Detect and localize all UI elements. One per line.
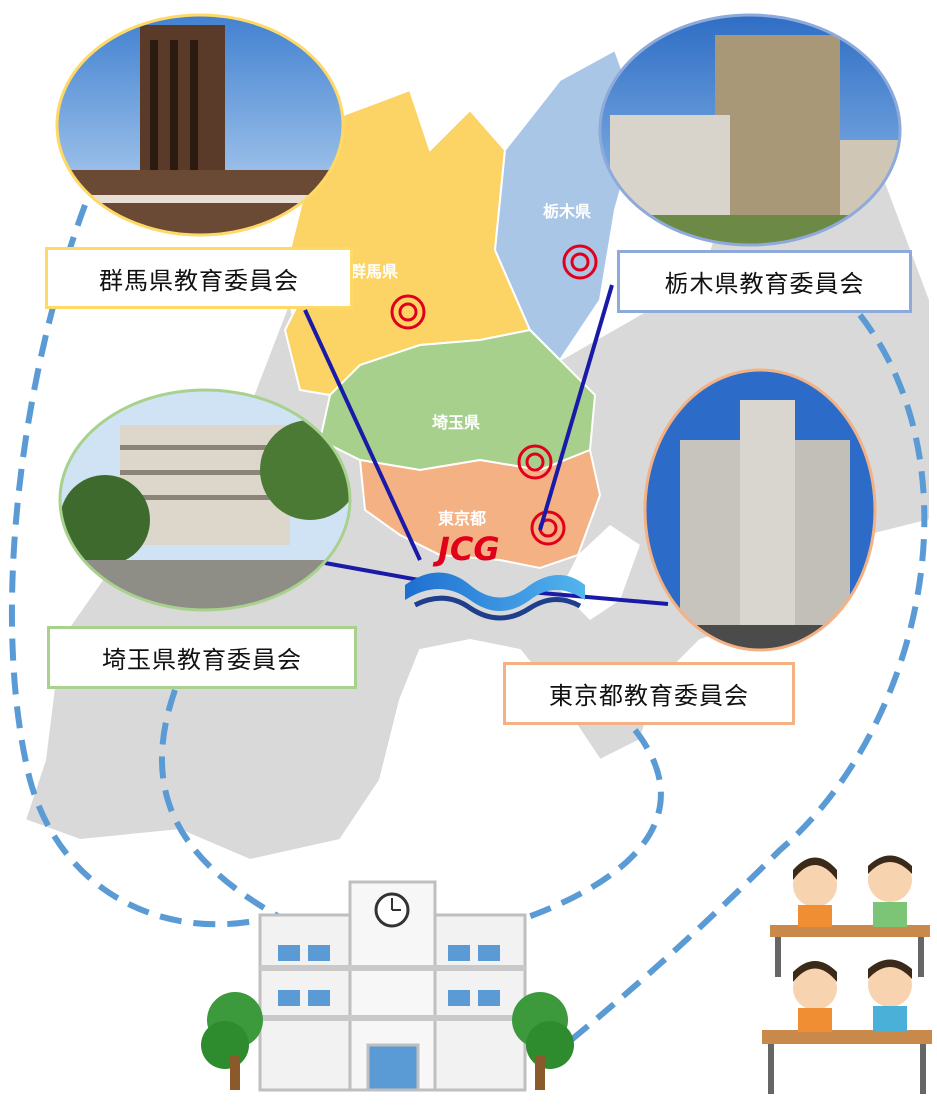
dash-tochigi <box>563 313 928 1048</box>
label-saitama-committee: 埼玉県教育委員会 <box>47 626 357 689</box>
students-illustration <box>762 855 932 1094</box>
label-tokyo-committee: 東京都教育委員会 <box>503 662 795 725</box>
dash-gunma <box>8 203 261 928</box>
link-tochigi <box>538 284 614 531</box>
photo-tochigi-office <box>600 15 900 245</box>
dash-tokyo <box>518 728 664 923</box>
pref-label-saitama: 埼玉県 <box>432 413 480 432</box>
marker-tochigi <box>562 244 598 280</box>
dash-saitama <box>159 689 287 923</box>
photo-tokyo-office <box>645 370 875 650</box>
marker-saitama <box>517 444 553 480</box>
photo-frame-tochigi <box>598 13 902 247</box>
photo-frame-saitama <box>58 388 352 612</box>
link-tokyo <box>529 590 669 606</box>
photo-frame-gunma <box>55 13 345 237</box>
link-saitama <box>324 561 431 584</box>
school-illustration <box>201 880 574 1092</box>
photo-frame-tokyo <box>643 368 877 652</box>
jcg-logo-text: JCG <box>432 530 500 568</box>
photo-gunma-office <box>57 15 343 235</box>
pref-label-gunma: 群馬県 <box>350 262 398 281</box>
photo-saitama-office <box>60 390 350 610</box>
jcg-logo: JCG <box>405 530 585 621</box>
link-gunma <box>303 309 422 561</box>
label-tochigi-committee: 栃木県教育委員会 <box>617 250 912 313</box>
pref-label-tokyo: 東京都 <box>438 509 486 528</box>
label-gunma-committee: 群馬県教育委員会 <box>45 247 353 309</box>
marker-gunma <box>390 294 426 330</box>
pref-label-tochigi: 栃木県 <box>543 202 591 221</box>
